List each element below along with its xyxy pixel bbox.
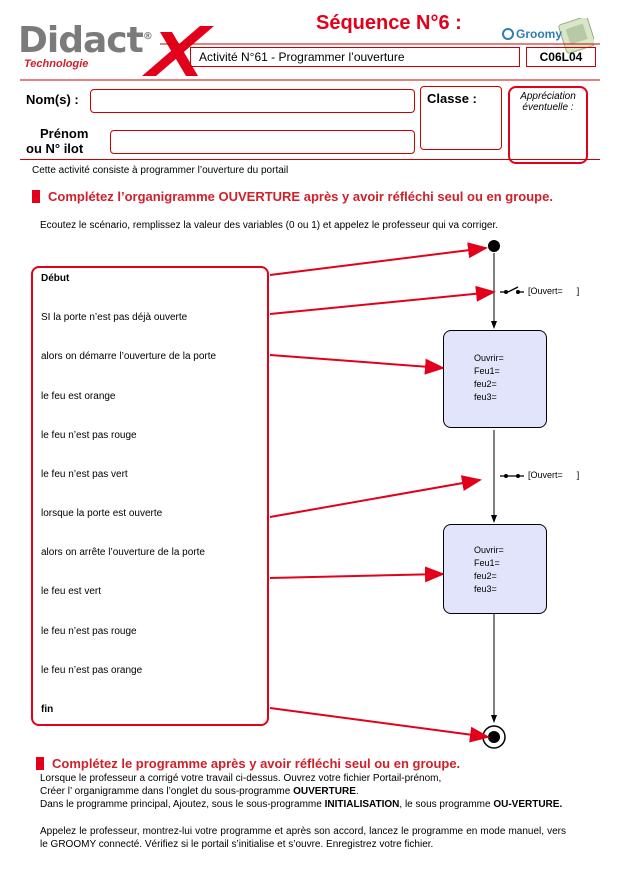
section2-title: Complétez le programme après y avoir réf… (52, 756, 461, 771)
state2-feu2: feu2= (474, 571, 497, 581)
step-2: SI la porte n’est pas déjà ouverte (41, 312, 188, 323)
appreciation-box[interactable]: Appréciation éventuelle : (508, 86, 588, 164)
ilot-label: ou N° ilot (26, 141, 84, 156)
transition-1-label: [Ouvert=] (528, 286, 580, 296)
state1-feu3: feu3= (474, 392, 497, 402)
logo-subtitle: Technologie (24, 58, 89, 70)
prenom-label: Prénom (40, 126, 89, 141)
section2-paragraph-2: Créer l’ organigramme dans l’onglet du s… (40, 786, 359, 797)
nom-field[interactable] (90, 89, 415, 113)
section1-title: Complétez l’organigramme OUVERTURE après… (48, 189, 553, 204)
step-9: le feu est vert (41, 586, 102, 597)
step-1: Début (41, 273, 70, 284)
step-4: le feu est orange (41, 391, 116, 402)
state2-feu1: Feu1= (474, 558, 500, 568)
sequence-title: Séquence N°6 : (316, 12, 462, 34)
step-8: alors on arrête l’ouverture de la porte (41, 547, 205, 558)
state2-feu3: feu3= (474, 584, 497, 594)
state-ouverture-stop: Ouvrir= Feu1= feu2= feu3= (443, 524, 547, 614)
step-6: le feu n’est pas vert (41, 469, 128, 480)
scenario-steps-box (31, 266, 269, 726)
classe-label: Classe : (427, 91, 477, 106)
classe-field[interactable]: Classe : (420, 86, 502, 150)
step-11: le feu n’est pas orange (41, 665, 143, 676)
state1-feu1: Feu1= (474, 366, 500, 376)
state1-feu2: feu2= (474, 379, 497, 389)
section2-paragraph-3: Dans le programme principal, Ajoutez, so… (40, 799, 563, 810)
activity-title: Activité N°61 - Programmer l’ouverture (190, 47, 520, 67)
activity-code: C06L04 (526, 47, 596, 67)
logo-x-mark (142, 26, 214, 76)
section1-marker (32, 190, 40, 203)
prenom-field[interactable] (110, 130, 415, 154)
appreciation-label: Appréciation (520, 91, 576, 102)
section2-marker (36, 757, 44, 770)
intro-text: Cette activité consiste à programmer l’o… (32, 165, 289, 176)
step-3: alors on démarre l’ouverture de la porte (41, 351, 217, 362)
section2-paragraph-1: Lorsque le professeur a corrigé votre tr… (40, 773, 442, 784)
step-7: lorsque la porte est ouverte (41, 508, 163, 519)
section1-instructions: Ecoutez le scénario, remplissez la valeu… (40, 220, 499, 231)
form-divider (20, 159, 600, 160)
transition-2-label: [Ouvert=] (528, 470, 580, 480)
section2-paragraph-4: Appelez le professeur, montrez-lui votre… (40, 826, 566, 850)
step-5: le feu n’est pas rouge (41, 430, 137, 441)
state-ouverture-start: Ouvrir= Feu1= feu2= feu3= (443, 330, 547, 428)
state2-ouvrir: Ouvrir= (474, 545, 504, 555)
appreciation-label-2: éventuelle : (522, 102, 574, 113)
step-12: fin (41, 704, 54, 715)
didactx-logo: Didact® (18, 20, 153, 61)
step-10: le feu n’est pas rouge (41, 626, 137, 637)
state1-ouvrir: Ouvrir= (474, 353, 504, 363)
nom-label: Nom(s) : (26, 92, 79, 107)
